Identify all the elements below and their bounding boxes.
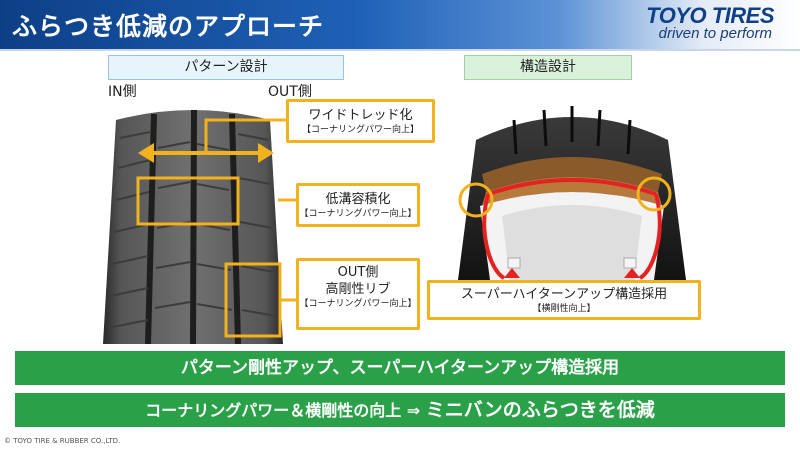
summary-banner-1: パターン剛性アップ、スーパーハイターンアップ構造採用	[15, 351, 785, 385]
brand-tagline: driven to perform	[658, 25, 772, 42]
slide-title: ふらつき低減のアプローチ	[12, 12, 325, 41]
header-bar: ふらつき低減のアプローチ TOYO TIRES driven to perfor…	[0, 0, 800, 49]
out-side-label: OUT側	[268, 84, 312, 100]
structure-design-heading: 構造設計	[464, 55, 632, 80]
tire-tread-image	[103, 109, 283, 344]
callout-wide-tread: ワイドトレッド化 【コーナリングパワー向上】	[286, 99, 435, 143]
brand-logo: TOYO TIRES driven to perform	[614, 3, 774, 45]
summary-banner-2-emphasis: ミニバンのふらつきを低減	[425, 399, 655, 421]
callout-low-groove-note: 【コーナリングパワー向上】	[299, 209, 417, 219]
callout-rib-note: 【コーナリングパワー向上】	[299, 299, 417, 309]
callout-high-rigidity-rib: OUT側 高剛性リブ 【コーナリングパワー向上】	[296, 258, 420, 330]
callout-rib-title-line2: 高剛性リブ	[325, 282, 391, 297]
callout-struct-title: スーパーハイターンアップ構造採用	[460, 287, 668, 302]
tire-cross-section-image	[458, 106, 686, 280]
callout-rib-title-line1: OUT側	[337, 265, 379, 280]
callout-struct-note: 【横剛性向上】	[532, 304, 596, 314]
callout-low-groove-title: 低溝容積化	[325, 192, 391, 207]
callout-super-high-turnup: スーパーハイターンアップ構造採用 【横剛性向上】	[427, 280, 701, 320]
in-side-label: IN側	[108, 84, 137, 100]
header-divider	[0, 49, 800, 51]
brand-name: TOYO TIRES	[646, 3, 774, 28]
pattern-design-heading: パターン設計	[108, 55, 344, 80]
copyright-notice: © TOYO TIRE & RUBBER CO.,LTD.	[4, 437, 121, 445]
callout-wide-tread-note: 【コーナリングパワー向上】	[301, 125, 419, 135]
callout-low-groove-volume: 低溝容積化 【コーナリングパワー向上】	[296, 183, 420, 227]
summary-banner-2: コーナリングパワー＆横剛性の向上 ⇒ ミニバンのふらつきを低減	[15, 393, 785, 427]
callout-wide-tread-title: ワイドトレッド化	[308, 108, 413, 123]
summary-banner-2-lead: コーナリングパワー＆横剛性の向上 ⇒	[145, 401, 426, 420]
